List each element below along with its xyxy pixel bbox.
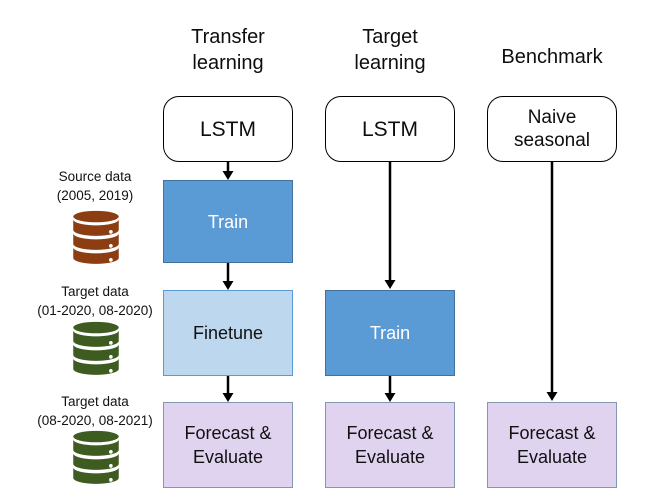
step-box-forecast-transfer: Forecast & Evaluate — [163, 402, 293, 488]
step-box-forecast-target: Forecast & Evaluate — [325, 402, 455, 488]
model-box-naive-seasonal: Naive seasonal — [487, 96, 617, 162]
model-label: Naive seasonal — [513, 107, 591, 151]
dataset-range: (08-2020, 08-2021) — [37, 413, 153, 428]
arrowhead-icon — [222, 393, 234, 402]
database-icon — [73, 321, 119, 375]
column-title-target-learning: Target learning — [354, 26, 426, 74]
arrowhead-icon — [546, 392, 558, 401]
arrowhead-icon — [222, 171, 234, 180]
step-box-finetune-transfer: Finetune — [163, 290, 293, 376]
arrowhead-icon — [222, 281, 234, 290]
dataset-label-target-2: Target data (08-2020, 08-2021) — [15, 392, 175, 430]
model-box-lstm-target: LSTM — [325, 96, 455, 162]
step-box-train-target: Train — [325, 290, 455, 376]
dataset-range: (2005, 2019) — [56, 188, 134, 203]
step-label: Train — [369, 323, 411, 343]
database-icon — [73, 210, 119, 264]
step-label: Finetune — [192, 323, 264, 343]
step-box-forecast-benchmark: Forecast & Evaluate — [487, 402, 617, 488]
column-title-benchmark: Benchmark — [501, 46, 603, 68]
dataset-range: (01-2020, 08-2020) — [37, 303, 153, 318]
model-label: LSTM — [361, 117, 418, 141]
model-label: LSTM — [199, 117, 256, 141]
arrowhead-icon — [384, 393, 396, 402]
step-label: Forecast & Evaluate — [508, 423, 596, 467]
database-icon — [73, 430, 119, 484]
step-box-train-transfer: Train — [163, 180, 293, 263]
column-title-transfer-learning: Transfer learning — [191, 26, 265, 74]
dataset-name: Source data — [58, 169, 132, 184]
dataset-label-target-1: Target data (01-2020, 08-2020) — [15, 282, 175, 320]
step-label: Train — [207, 211, 249, 232]
dataset-label-source: Source data (2005, 2019) — [15, 167, 175, 205]
step-label: Forecast & Evaluate — [184, 423, 272, 467]
dataset-name: Target data — [61, 394, 129, 409]
model-box-lstm-transfer: LSTM — [163, 96, 293, 162]
step-label: Forecast & Evaluate — [346, 423, 434, 467]
arrowhead-icon — [384, 280, 396, 289]
dataset-name: Target data — [61, 284, 129, 299]
